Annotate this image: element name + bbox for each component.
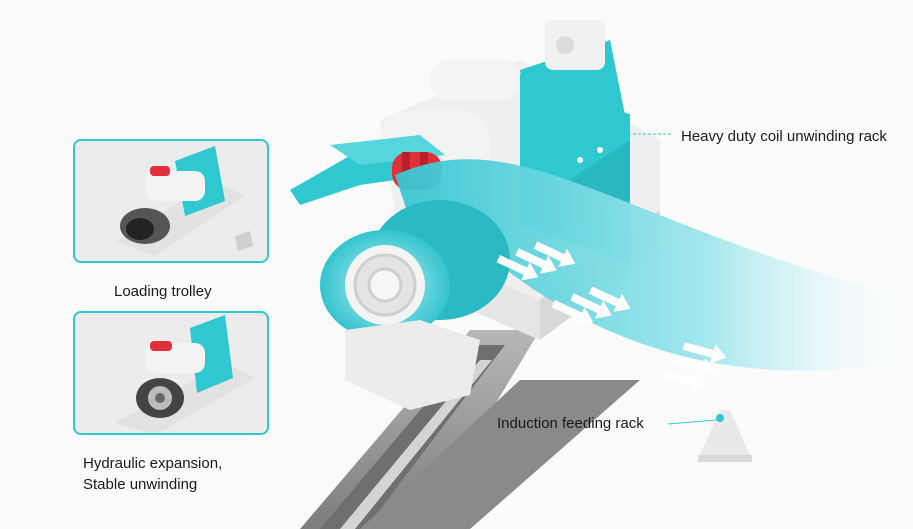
steel-strip [395,159,913,371]
feeding-rack [698,410,752,462]
hydraulic-expansion-thumbnail [73,311,269,435]
loading-trolley-thumbnail [73,139,269,263]
callout-lines [618,130,717,425]
feeding-rack-label: Induction feeding rack [497,415,644,432]
loading-trolley-caption: Loading trolley [114,283,212,300]
direction-arrows [496,241,727,392]
coil [320,200,510,340]
hydraulic-expansion-caption-line1: Hydraulic expansion, [83,455,223,472]
coil-base [345,320,480,410]
unwinding-rack-label: Heavy duty coil unwinding rack [681,128,887,145]
rail-track [300,330,640,529]
hydraulic-expansion-caption-line2: Stable unwinding [83,476,198,493]
hydraulic-expansion-caption: Hydraulic expansion, Stable unwinding [83,453,222,495]
